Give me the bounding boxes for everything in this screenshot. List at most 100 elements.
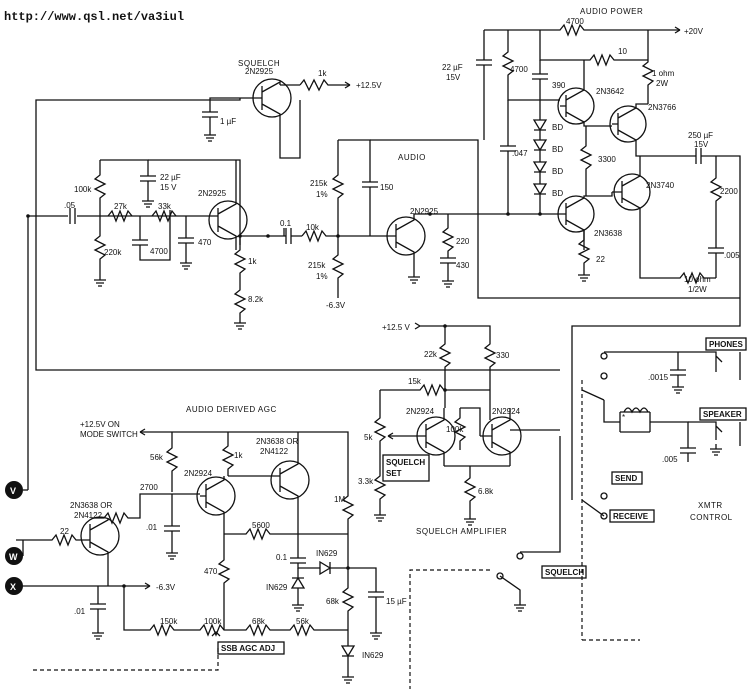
label-r-1k-top: 1k (318, 69, 327, 78)
label-q-squelch-second: 2N2925 (198, 189, 227, 198)
pin-w-label: W (9, 552, 18, 562)
label-d-bd-3: BD (552, 167, 563, 176)
transistor-agc-mid (196, 476, 236, 516)
label-c-005-out: .005 (724, 251, 740, 260)
label-q-power-out-top: 2N3766 (648, 103, 677, 112)
transistor-agc-right (270, 460, 310, 500)
connector-pins: V W X (5, 481, 28, 595)
title-audio: AUDIO (398, 153, 426, 162)
rail-20v: +20V (684, 27, 704, 36)
label-r-27k: 27k (114, 202, 128, 211)
label-r-470-agc: 470 (204, 567, 218, 576)
label-d-bd-4: BD (552, 189, 563, 198)
label-q-sq-amp-left: 2N2924 (406, 407, 435, 416)
label-c-0-1-agc: 0.1 (276, 553, 288, 562)
label-squelch-switch: SQUELCH (545, 568, 584, 577)
label-squelch-set-1: SQUELCH (386, 458, 425, 467)
label-q-power-out-bot: 2N3740 (646, 181, 675, 190)
pin-x-label: X (10, 582, 16, 592)
label-r-220: 220 (456, 237, 470, 246)
label-c-1uf: 1 µF (220, 117, 236, 126)
title-squelch-amp: SQUELCH AMPLIFIER (416, 527, 507, 536)
label-d-in629-a: IN629 (316, 549, 338, 558)
rail-12-5-top: +12.5V (356, 81, 382, 90)
label-q-agc-mid: 2N2924 (184, 469, 213, 478)
label-r-215k-bot: 215k (308, 261, 326, 270)
header-url: http://www.qsl.net/va3iul (4, 10, 184, 24)
label-r-1k-em: 1k (248, 257, 257, 266)
label-q-agc-left-1: 2N3638 OR (70, 501, 112, 510)
label-q-agc-right-1: 2N3638 OR (256, 437, 298, 446)
squelch-input-chain: .05 100k 220k 27k 33k 22 µF 15 V 4700 47… (26, 159, 241, 490)
label-d-in629-b: IN629 (266, 583, 288, 592)
label-r-4700-top: 4700 (566, 17, 584, 26)
transistor-power-out-top (609, 105, 647, 143)
label-r-15k: 15k (408, 377, 422, 386)
pin-v (5, 481, 23, 499)
label-r-22-agc: 22 (60, 527, 69, 536)
speaker-box (699, 407, 747, 421)
label-r-3-3k: 3.3k (358, 477, 374, 486)
label-speaker: SPEAKER (703, 410, 742, 419)
label-r-4700-pwr: 4700 (510, 65, 528, 74)
label-r-8-2k: 8.2k (248, 295, 264, 304)
squelch-switch-box (541, 565, 587, 579)
label-r-10k: 10k (306, 223, 320, 232)
label-r-56k-bot: 56k (296, 617, 310, 626)
squelch-section: SQUELCH 2N2925 1k +12.5V 1 µF (35, 59, 560, 371)
label-q-agc-left-2: 2N4122 (74, 511, 103, 520)
label-xmtr: XMTR (698, 501, 723, 510)
label-c-0-1: 0.1 (280, 219, 292, 228)
label-c-390: 390 (552, 81, 566, 90)
label-c-15uf: 15 µF (386, 597, 407, 606)
label-r-10ohm: 10 ohm (684, 275, 711, 284)
label-q-sq-amp-right: 2N2924 (492, 407, 521, 416)
label-c-470: 470 (198, 238, 212, 247)
transistor-power-drv-bot (557, 195, 595, 233)
squelch-set-box (382, 454, 430, 482)
label-c-250uf: 250 µF (688, 131, 713, 140)
label-r-150k: 150k (160, 617, 178, 626)
label-r-10ohm-w: 1/2W (688, 285, 707, 294)
rail-neg-6-3-agc: -6.3V (156, 583, 176, 592)
label-r-68k: 68k (326, 597, 340, 606)
label-send: SEND (615, 474, 637, 483)
label-r-220k: 220k (104, 248, 122, 257)
label-r-1ohm: 1 ohm (652, 69, 675, 78)
label-r-215k-bot-tol: 1% (316, 272, 328, 281)
label-q-squelch-top: 2N2925 (245, 67, 274, 76)
squelch-second-stage: 2N2925 1k 8.2k (198, 160, 284, 330)
label-r-68k-bot: 68k (252, 617, 266, 626)
label-c-005-spk: .005 (662, 455, 678, 464)
audio-power-section: AUDIO POWER 4700 +20V 22 µF 15V 4700 10 … (442, 7, 741, 298)
label-r-1m: 1M (334, 495, 345, 504)
transistor-agc-left (80, 516, 120, 556)
label-c-22uf: 22 µF (160, 173, 181, 182)
label-d-bd-2: BD (552, 145, 563, 154)
label-q-audio: 2N2925 (410, 207, 439, 216)
transistor-power-drv (557, 87, 595, 125)
label-r-2700: 2700 (140, 483, 158, 492)
label-squelch-set-2: SET (386, 469, 402, 478)
label-c-01-agc: .01 (146, 523, 158, 532)
pin-v-label: V (10, 486, 16, 496)
label-r-100k-sq: 100k (446, 425, 464, 434)
label-r-10: 10 (618, 47, 627, 56)
label-r-330: 330 (496, 351, 510, 360)
label-c-22uf-pwr-v: 15V (446, 73, 461, 82)
squelch-amplifier-section: +12.5 V 330 22k 15k 2N2924 2N2924 100k 6… (358, 322, 561, 548)
rail-12-5-mid: +12.5 V (382, 323, 410, 332)
label-r-22-pwr: 22 (596, 255, 605, 264)
agc-section: AUDIO DERIVED AGC +12.5V ON MODE SWITCH … (16, 405, 407, 684)
label-r-56k: 56k (150, 453, 164, 462)
label-c-01-bot: .01 (74, 607, 86, 616)
label-phones: PHONES (709, 340, 743, 349)
label-r-1ohm-w: 2W (656, 79, 668, 88)
label-star: * (622, 413, 625, 422)
title-agc: AUDIO DERIVED AGC (186, 405, 277, 414)
label-r-1k-agc: 1k (234, 451, 243, 460)
label-r-5600: 5600 (252, 521, 270, 530)
label-d-bd-1: BD (552, 123, 563, 132)
label-c-150: 150 (380, 183, 394, 192)
